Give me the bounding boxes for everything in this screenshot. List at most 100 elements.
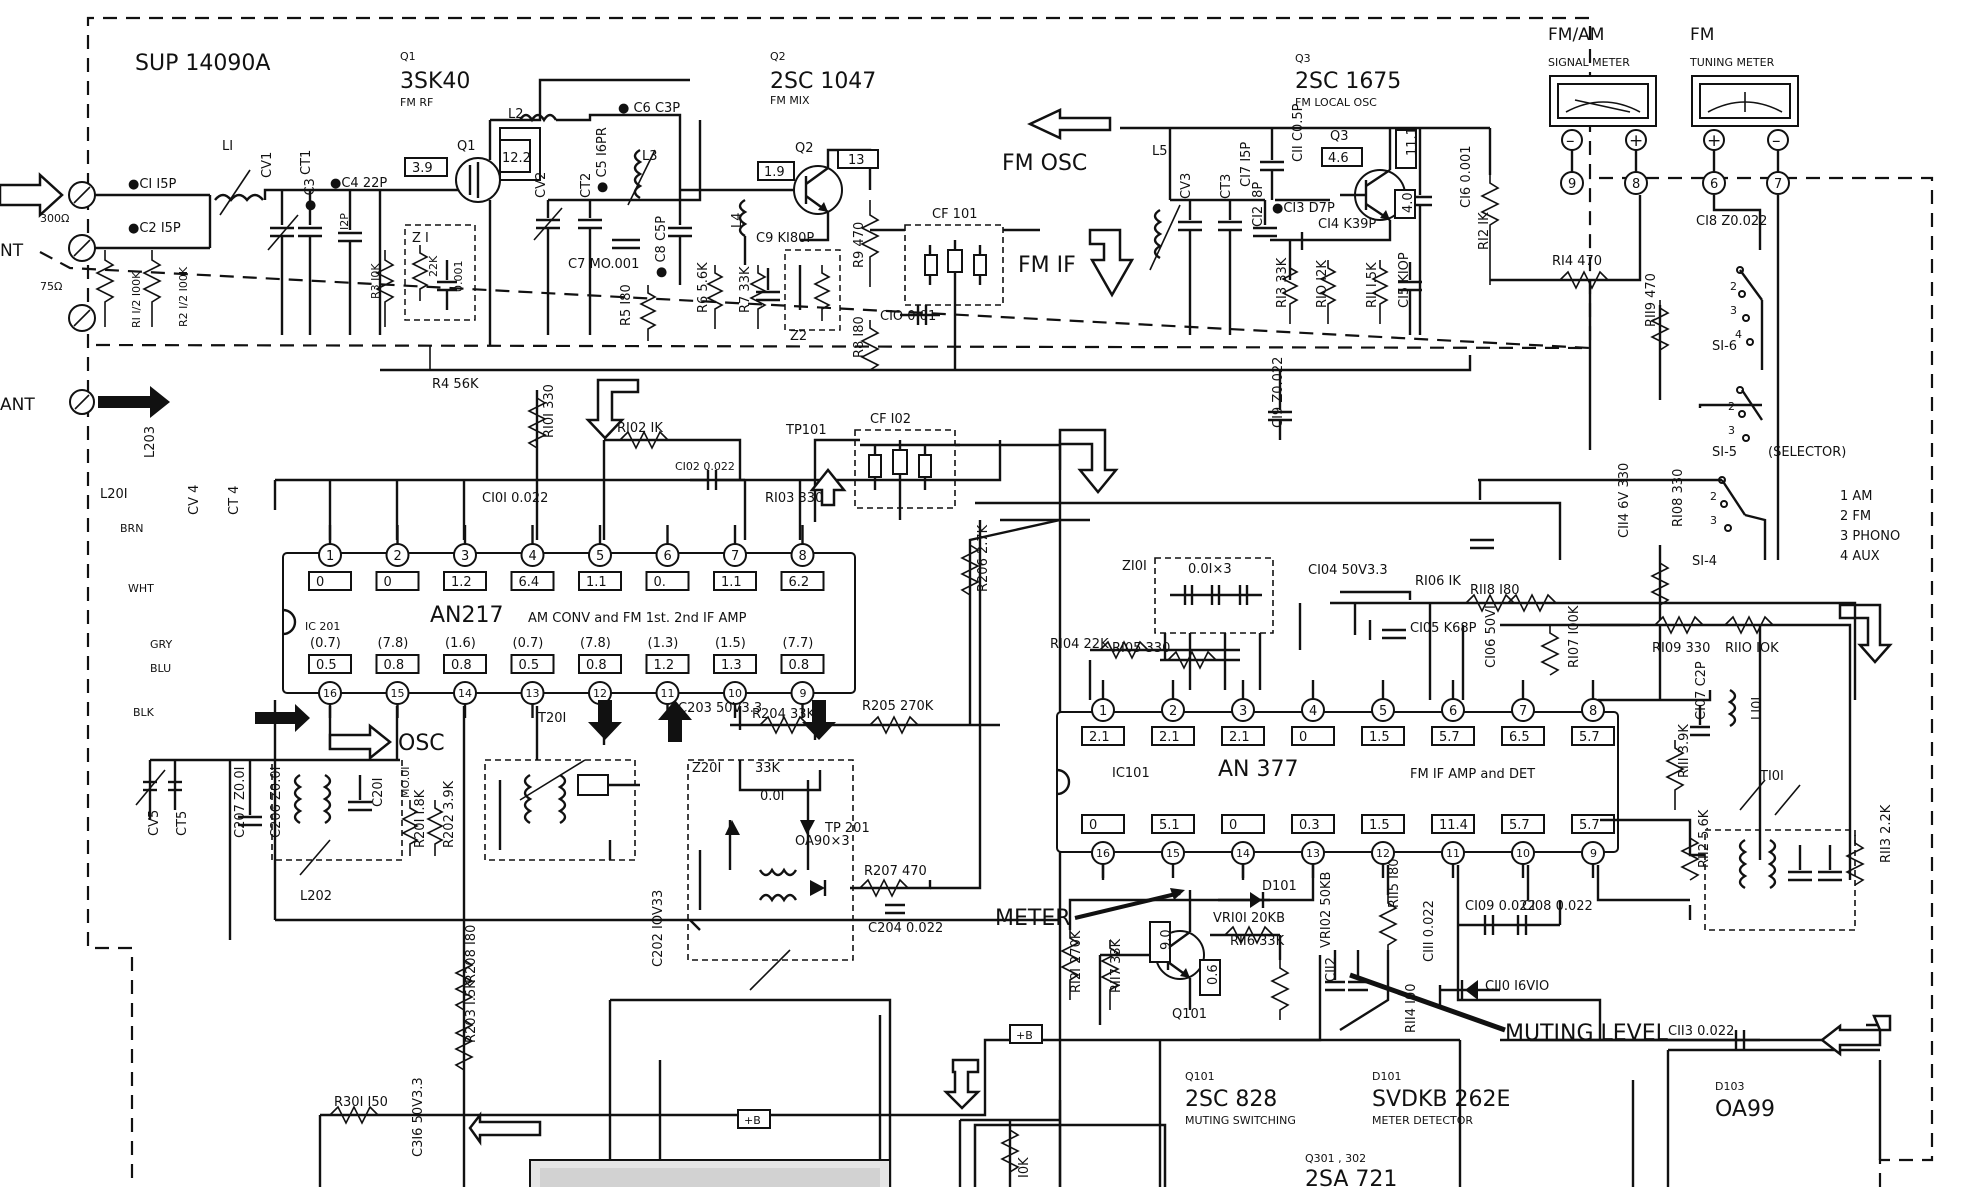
svg-text:Q1: Q1 <box>457 139 476 154</box>
ic101-top-voltage: 5.7 <box>1579 730 1600 745</box>
svg-text:● C8 C5P: ● C8 C5P <box>654 216 669 278</box>
svg-text:RI09 330: RI09 330 <box>1652 641 1710 656</box>
svg-text:R5 I80: R5 I80 <box>619 284 634 326</box>
ic101-bottom-voltage: 1.5 <box>1369 818 1390 833</box>
fm-antenna-input: NT 300Ω 75Ω <box>0 172 96 332</box>
osc-labels: L5 CV3 CT3 CI2 I8P CI7 I5P CII C0.5P ●CI… <box>1152 103 1767 428</box>
ic201-bottom-voltage: 0.8 <box>586 658 607 673</box>
ic201-pin-num: 16 <box>323 687 337 700</box>
selector-legend: 1 AM 2 FM 3 PHONO 4 AUX <box>1840 489 1900 564</box>
ic201-top-voltage: 1.1 <box>586 575 607 590</box>
ic101-pins: 12.122.132.14051.565.776.585.70165.11501… <box>1081 680 1615 878</box>
svg-text:METER DETECTOR: METER DETECTOR <box>1372 1114 1473 1127</box>
svg-text:BLU: BLU <box>150 662 171 675</box>
ic201-pin-num: 14 <box>458 687 472 700</box>
svg-text:CT2: CT2 <box>579 173 594 198</box>
ic101-pin-4 <box>1301 698 1325 722</box>
svg-text:● C5 I6PR: ● C5 I6PR <box>595 127 610 193</box>
ic201-pin-2 <box>385 543 410 567</box>
svg-text:CV1: CV1 <box>260 152 275 178</box>
svg-text:R8 I80: R8 I80 <box>852 316 867 358</box>
d101-desc: D101 SVDKB 262E METER DETECTOR <box>1372 1070 1510 1127</box>
svg-text:RII8 I80: RII8 I80 <box>1470 583 1519 598</box>
svg-text:2: 2 <box>1730 280 1737 293</box>
svg-text:BLK: BLK <box>133 706 155 719</box>
ic201-pin-num: 12 <box>593 687 607 700</box>
svg-text:Z20I: Z20I <box>692 761 721 776</box>
svg-text:RIIO IOK: RIIO IOK <box>1725 641 1779 656</box>
ic201-bottom-voltage: 0.5 <box>519 658 540 673</box>
ic101-pin-num: 2 <box>1169 704 1177 719</box>
ic201-pin-7 <box>723 543 747 567</box>
tuning-meter: FM TUNING METER + – 6 7 <box>1689 25 1799 195</box>
svg-text:R207 470: R207 470 <box>864 864 927 879</box>
svg-text:CI05 K68P: CI05 K68P <box>1410 621 1477 636</box>
ic101-pin-1 <box>1091 698 1115 722</box>
svg-text:CV 4: CV 4 <box>187 485 202 515</box>
svg-text:LI0I: LI0I <box>1750 697 1765 720</box>
svg-text:9: 9 <box>1568 177 1576 192</box>
svg-text:R202 3.9K: R202 3.9K <box>442 780 457 848</box>
meter-pin-7 <box>1766 171 1790 195</box>
ic101-wiring <box>1060 480 1865 1050</box>
ic101-pin-num: 11 <box>1446 847 1460 860</box>
svg-text:RII2 5.6K: RII2 5.6K <box>1697 809 1712 868</box>
signal-arrows <box>468 378 1893 1146</box>
ic201-bottom-voltage: 1.3 <box>721 658 742 673</box>
svg-text:CI07 C2P: CI07 C2P <box>1694 661 1709 720</box>
svg-text:R7 33K: R7 33K <box>738 266 753 313</box>
svg-text:SI-6: SI-6 <box>1712 339 1737 354</box>
svg-text:RII7 33K: RII7 33K <box>1109 938 1124 993</box>
ic101-pin-num: 4 <box>1309 704 1317 719</box>
ic101-pin-num: 1 <box>1099 704 1107 719</box>
ic201-pin-num: 11 <box>661 687 675 700</box>
svg-text:RI03 330: RI03 330 <box>765 491 823 506</box>
svg-text:CIII 0.022: CIII 0.022 <box>1422 900 1437 962</box>
svg-text:TP101: TP101 <box>785 423 827 438</box>
svg-text:R3 I0K: R3 I0K <box>369 263 382 299</box>
svg-text:CI5 KIOP: CI5 KIOP <box>1397 252 1412 308</box>
ic201-pin-8 <box>790 543 815 567</box>
svg-text:+B: +B <box>1016 1029 1033 1042</box>
svg-text:R204 33K: R204 33K <box>752 707 816 722</box>
svg-text:D101: D101 <box>1372 1070 1401 1083</box>
ic201-pin-num: 13 <box>526 687 540 700</box>
svg-text:13: 13 <box>848 153 865 168</box>
ic201: IC 201 AN217 AM CONV and FM 1st. 2nd IF … <box>282 552 856 694</box>
svg-text:RI2 IK: RI2 IK <box>1477 212 1492 250</box>
svg-text:RI04 22K: RI04 22K <box>1050 637 1109 652</box>
ic101-bottom-voltage: 5.7 <box>1579 818 1600 833</box>
fm-osc-arrow: FM OSC <box>1002 108 1112 176</box>
ic201-pins: 102031.246.451.160.71.186.20.5(0.7)160.8… <box>308 525 825 718</box>
ic101-pin-3 <box>1231 698 1255 722</box>
ic201-labels: L203 L20I BRN WHT GRY BLU BLK CV 4 CT 4 … <box>100 384 1043 1178</box>
svg-text:CT1: CT1 <box>299 150 314 175</box>
ic201-pin-6 <box>655 543 680 567</box>
svg-text:Z I: Z I <box>412 231 429 246</box>
svg-text:Q1: Q1 <box>400 50 416 63</box>
meter-pin-6 <box>1702 171 1726 195</box>
ic201-bottom-voltage: 0.8 <box>789 658 810 673</box>
svg-text:CI2 I8P: CI2 I8P <box>1251 182 1266 227</box>
svg-text:T20I: T20I <box>537 711 566 726</box>
fm-if-arrow: FM IF <box>1018 228 1135 298</box>
svg-text:● C3: ● C3 <box>303 178 318 211</box>
svg-text:VRI02 50KB: VRI02 50KB <box>1319 872 1334 948</box>
ic101-bottom-voltage: 5.7 <box>1509 818 1530 833</box>
svg-text:CI8 Z0.022: CI8 Z0.022 <box>1696 214 1767 229</box>
svg-text:●C2 I5P: ●C2 I5P <box>128 221 181 236</box>
svg-text:CT 4: CT 4 <box>227 486 242 515</box>
svg-text:R30I I50: R30I I50 <box>334 1095 388 1110</box>
meter-pin-8 <box>1624 171 1648 195</box>
osc-wiring <box>1120 126 1670 450</box>
ic201-top-voltage: 0 <box>316 575 324 590</box>
q101-desc: Q101 2SC 828 MUTING SWITCHING <box>1185 1070 1296 1127</box>
svg-text:–: – <box>1772 131 1781 151</box>
svg-text:RI05 330: RI05 330 <box>1112 641 1170 656</box>
svg-text:RI2I 270K: RI2I 270K <box>1069 930 1084 993</box>
meter-pin-9 <box>1560 171 1584 195</box>
ic101-bottom-voltage: 5.1 <box>1159 818 1180 833</box>
ic201-pin-num: 7 <box>731 549 739 564</box>
signal-meter: FM/AM SIGNAL METER – + 9 8 <box>1548 25 1657 195</box>
ic201-alt-voltage: (7.7) <box>783 636 814 651</box>
